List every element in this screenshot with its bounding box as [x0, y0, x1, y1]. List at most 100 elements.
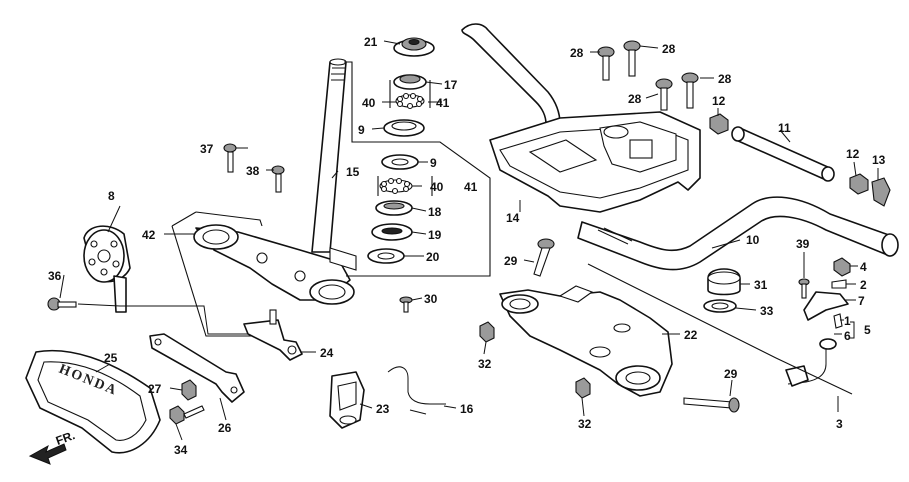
callout-3: 3 [836, 417, 843, 431]
callout-20: 20 [426, 250, 440, 264]
callout-4: 4 [860, 260, 867, 274]
callout-7: 7 [858, 294, 865, 308]
switch-assembly-3 [785, 338, 837, 387]
callout-40-lower: 40 [430, 180, 444, 194]
callout-9-lower: 9 [430, 156, 437, 170]
clip-2 [831, 279, 847, 289]
callout-42: 42 [142, 228, 156, 242]
emblem-25: HONDA [25, 349, 161, 454]
callout-18: 18 [428, 205, 442, 219]
callout-24: 24 [320, 346, 334, 360]
callout-32-lower: 32 [578, 417, 592, 431]
callout-41-upper: 41 [436, 96, 450, 110]
ball-race-40-lower [379, 177, 413, 195]
callout-38: 38 [246, 164, 260, 178]
switch-frame [587, 263, 853, 395]
callout-22: 22 [684, 328, 698, 342]
ball-race-40-upper [395, 92, 425, 110]
nut-32-b [575, 377, 591, 399]
nut-17 [393, 74, 427, 90]
callout-10: 10 [746, 233, 760, 247]
callout-26: 26 [218, 421, 232, 435]
callout-11: 11 [778, 121, 791, 135]
callout-1: 1 [844, 314, 851, 328]
bracket-26 [149, 333, 245, 403]
callout-16: 16 [460, 402, 474, 416]
switch-23 [329, 371, 365, 429]
callout-14: 14 [506, 211, 520, 225]
callout-6: 6 [844, 329, 851, 343]
fork-bottom-bridge [193, 224, 357, 305]
callout-5: 5 [864, 323, 871, 337]
dust-seal-21 [393, 37, 435, 57]
cap-31 [707, 268, 741, 296]
callout-12-a: 12 [712, 94, 726, 108]
seal-19 [371, 223, 413, 241]
washer-33 [703, 299, 737, 313]
callout-15: 15 [346, 165, 360, 179]
callout-39: 39 [796, 237, 810, 251]
callout-12-b: 12 [846, 147, 860, 161]
callout-30: 30 [424, 292, 438, 306]
screw-28-a [597, 46, 615, 81]
callout-27: 27 [148, 382, 162, 396]
screw-28-c [655, 78, 673, 111]
callout-29-lower: 29 [724, 367, 738, 381]
nut-12-b [849, 173, 869, 195]
screw-30 [399, 296, 413, 313]
horn [83, 225, 131, 313]
callout-19: 19 [428, 228, 442, 242]
washer-20 [367, 248, 405, 264]
pin-6 [833, 313, 843, 329]
callout-2: 2 [860, 278, 867, 292]
bracket-7 [803, 291, 849, 321]
callout-21: 21 [364, 35, 378, 49]
assembly-frame [171, 61, 491, 338]
bolt-29-b [683, 397, 740, 413]
callout-29-upper: 29 [504, 254, 518, 268]
horn-stay-24 [243, 309, 303, 361]
callout-28-d: 28 [718, 72, 732, 86]
callout-28-c: 28 [628, 92, 642, 106]
nut-32-a [479, 321, 495, 343]
nut-27 [181, 379, 197, 401]
callout-28-a: 28 [570, 46, 584, 60]
callout-8: 8 [108, 189, 115, 203]
bolt-37 [223, 143, 237, 173]
wire-16 [387, 366, 446, 415]
leader-lines [59, 40, 879, 441]
callout-32-left: 32 [478, 357, 492, 371]
callout-36: 36 [48, 269, 62, 283]
callout-13: 13 [872, 153, 886, 167]
race-18 [375, 200, 413, 216]
race-9-lower [381, 154, 419, 170]
callout-31: 31 [754, 278, 768, 292]
nut-4 [833, 257, 851, 277]
callout-23: 23 [376, 402, 390, 416]
handlebar-lower-holder [499, 285, 673, 397]
callout-37: 37 [200, 142, 214, 156]
race-9-upper [383, 119, 425, 137]
nut-12-a [709, 113, 729, 135]
end-tube [731, 126, 835, 182]
bolt-36 [47, 297, 77, 311]
clamp-13 [871, 177, 891, 207]
callout-17: 17 [444, 78, 458, 92]
front-arrow-icon: FR. [28, 428, 77, 465]
callout-33: 33 [760, 304, 774, 318]
steering-stem [311, 58, 347, 253]
bolt-29-a [533, 238, 555, 277]
callout-25: 25 [104, 351, 118, 365]
callout-40-upper: 40 [362, 96, 376, 110]
screw-28-b [623, 40, 641, 77]
callout-34: 34 [174, 443, 188, 457]
front-marker-label: FR. [54, 428, 77, 448]
screw-28-d [681, 72, 699, 109]
callout-28-b: 28 [662, 42, 676, 56]
callout-9-upper: 9 [358, 123, 365, 137]
handlebar-upper-holder [489, 111, 701, 213]
screw-39 [798, 278, 810, 299]
callout-41-lower: 41 [464, 180, 478, 194]
bolt-38 [271, 165, 285, 193]
